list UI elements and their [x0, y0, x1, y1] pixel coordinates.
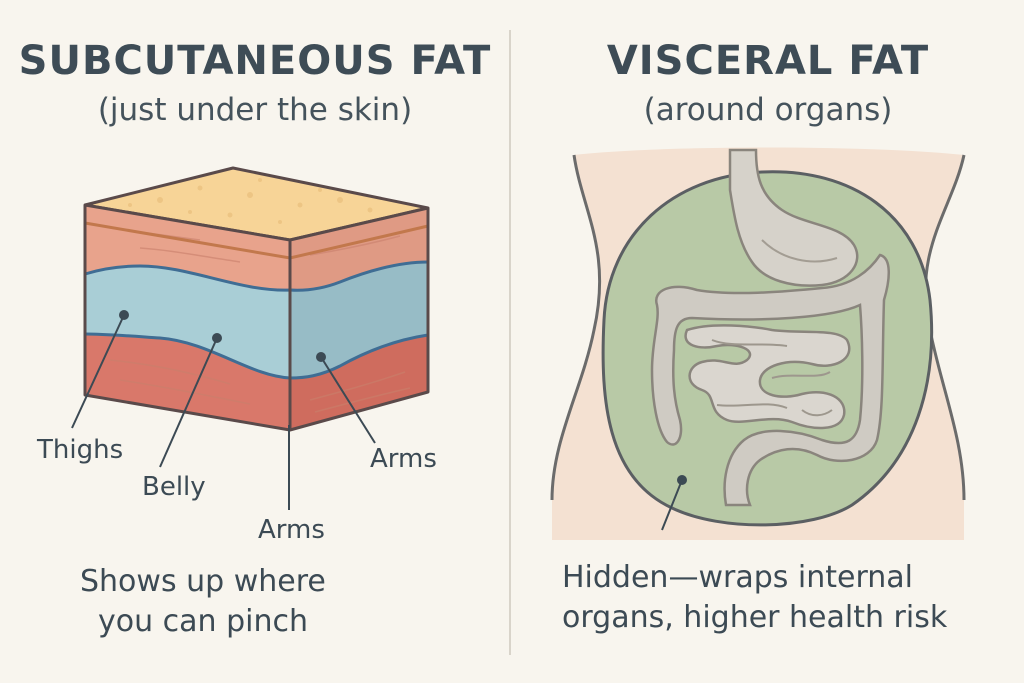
visceral-pointer: [661, 479, 683, 531]
visceral-title: VISCERAL FAT: [606, 38, 930, 84]
torso-organs-illustration: [550, 147, 966, 540]
panel-divider: [509, 30, 511, 655]
label-arms-bottom: Arms: [258, 515, 325, 545]
skin-texture: [128, 178, 373, 224]
pointer-dot-arms: [316, 352, 326, 362]
label-arms-side: Arms: [370, 444, 437, 474]
subcutaneous-title: SUBCUTANEOUS FAT: [18, 38, 492, 84]
fat-layer-side: [290, 262, 428, 378]
visceral-caption-line2: organs, higher health risk: [562, 600, 948, 635]
pointer-dot-belly: [212, 333, 222, 343]
dermis-front: [85, 205, 290, 291]
label-belly: Belly: [142, 472, 206, 502]
small-intestine: [684, 324, 851, 430]
subcutaneous-panel: SUBCUTANEOUS FAT (just under the skin): [0, 0, 510, 683]
fat-layer-front: [85, 266, 290, 378]
skin-layers-block: [71, 166, 430, 510]
dermis-side: [290, 208, 428, 291]
label-pointers: [71, 314, 376, 510]
muscle-side: [290, 335, 428, 430]
visceral-caption: Hidden—wraps internal organs, higher hea…: [562, 558, 947, 638]
subcutaneous-subtitle: (just under the skin): [97, 92, 413, 128]
visceral-subtitle: (around organs): [643, 92, 893, 128]
muscle-front: [85, 334, 290, 430]
subcutaneous-caption-line2: you can pinch: [98, 604, 308, 639]
stomach: [728, 148, 859, 287]
intestine-folds: [711, 339, 833, 417]
subcutaneous-caption-line1: Shows up where: [80, 564, 326, 599]
label-thighs: Thighs: [37, 435, 124, 465]
subcutaneous-caption: Shows up where you can pinch: [80, 562, 326, 642]
tissue-texture: [109, 227, 411, 413]
pointer-dot-visceral: [677, 475, 687, 485]
visceral-panel: VISCERAL FAT (around organs) Hidden—wrap…: [512, 0, 1024, 683]
pointer-dot-thighs: [119, 310, 129, 320]
large-intestine: [650, 253, 890, 507]
visceral-caption-line1: Hidden—wraps internal: [562, 560, 914, 595]
